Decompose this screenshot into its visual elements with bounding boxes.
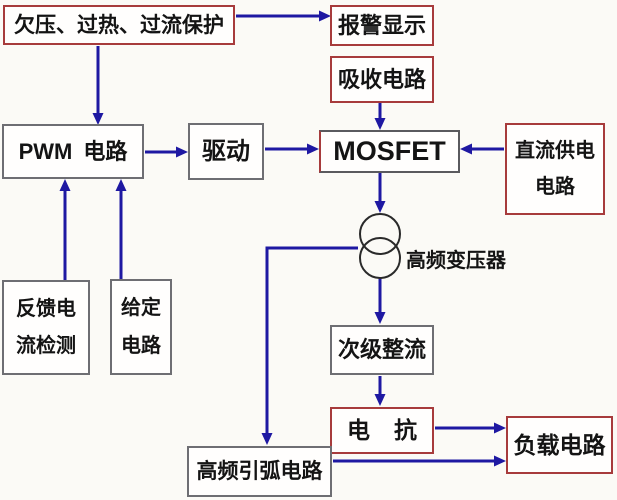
arrow-mosfet-to-transformer (374, 173, 386, 213)
arrow-secondary-to-reactor (374, 376, 386, 406)
node-drive: 驱动 (188, 123, 264, 180)
transformer-symbol (359, 213, 401, 279)
node-setting-circuit: 给定 电路 (110, 279, 172, 375)
node-dc-supply: 直流供电 电路 (505, 123, 605, 215)
node-protection: 欠压、过热、过流保护 (3, 5, 235, 45)
arrow-drive-to-mosfet (265, 143, 319, 155)
node-reactor: 电 抗 (330, 407, 434, 454)
transformer-label: 高频变压器 (406, 250, 506, 272)
node-alarm-display: 报警显示 (330, 5, 434, 46)
node-pwm-latin: PWM (18, 138, 73, 164)
node-arc-starter-label: 高频引弧电路 (196, 459, 323, 483)
node-reactor-right: 抗 (394, 418, 417, 443)
node-drive-label: 驱动 (202, 138, 250, 165)
node-alarm-display-label: 报警显示 (337, 12, 426, 38)
node-arc-starter: 高频引弧电路 (187, 446, 332, 497)
node-load-circuit: 负载电路 (506, 416, 613, 474)
arrow-reactor-to-load (435, 422, 506, 434)
arrow-dc-supply-to-mosfet (460, 143, 504, 155)
arrow-setting-to-pwm (115, 179, 127, 279)
node-snubber-circuit: 吸收电路 (330, 56, 434, 103)
node-protection-label: 欠压、过热、过流保护 (14, 12, 224, 37)
arrow-transformer-to-secondary (374, 278, 386, 324)
node-setting-line2: 电路 (121, 335, 161, 357)
node-pwm-circuit: PWM 电路 (2, 124, 144, 179)
node-mosfet-label: MOSFET (333, 136, 446, 166)
node-reactor-left: 电 (347, 418, 370, 443)
node-pwm-cjk: 电路 (83, 138, 128, 164)
node-mosfet: MOSFET (319, 130, 460, 173)
arrow-protection-to-alarm (236, 10, 331, 22)
node-secondary-rectifier-label: 次级整流 (337, 337, 426, 362)
node-snubber-circuit-label: 吸收电路 (337, 66, 426, 92)
node-dc-supply-line1: 直流供电 (515, 140, 595, 162)
node-setting-line1: 给定 (121, 297, 161, 319)
node-feedback-line2: 流检测 (16, 335, 76, 358)
node-feedback-line1: 反馈电 (16, 297, 76, 320)
arrow-arc-starter-to-load (333, 455, 506, 467)
node-dc-supply-line2: 电路 (535, 176, 575, 198)
arrow-snubber-to-mosfet (374, 103, 386, 130)
node-secondary-rectifier: 次级整流 (330, 325, 434, 375)
node-feedback-current-detect: 反馈电 流检测 (2, 280, 90, 375)
node-load-circuit-label: 负载电路 (513, 432, 606, 458)
arrow-feedback-to-pwm (59, 179, 71, 280)
arrow-pwm-to-drive (145, 146, 188, 158)
arrow-protection-to-pwm (92, 46, 104, 125)
